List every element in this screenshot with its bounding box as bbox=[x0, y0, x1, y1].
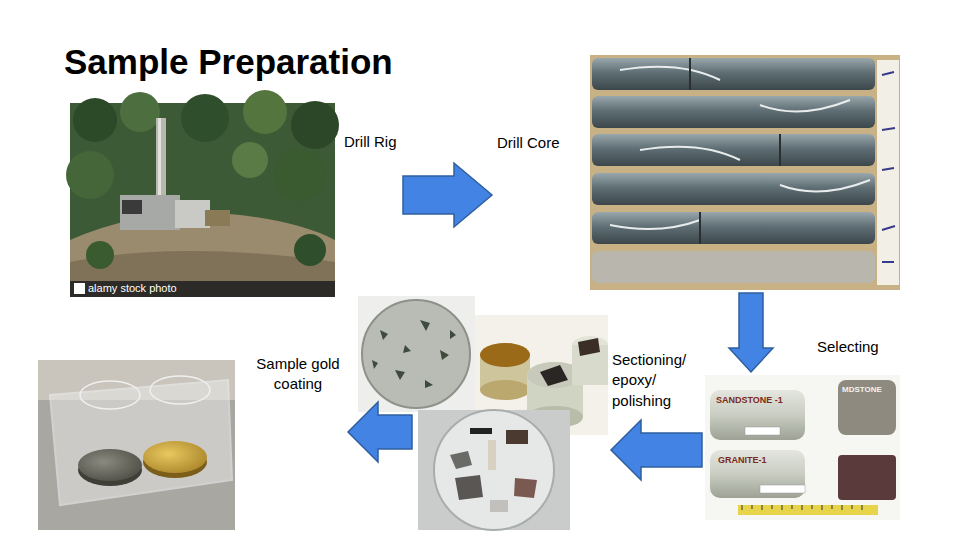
block-arrow bbox=[403, 163, 492, 227]
gold-coated-samples-photo bbox=[38, 360, 235, 530]
drill-rig-photo bbox=[66, 90, 339, 297]
epoxy-mount-photos bbox=[358, 296, 608, 530]
drill-rig-step: Drill Rig bbox=[70, 103, 400, 297]
block-arrow bbox=[611, 420, 702, 480]
selected-cores-photo bbox=[705, 375, 900, 520]
block-arrow bbox=[348, 402, 412, 462]
slide-title: Sample Preparation bbox=[64, 42, 393, 82]
block-arrow bbox=[729, 293, 773, 372]
drill-core-step: Drill Core bbox=[495, 55, 900, 290]
step-label: Sectioning/ epoxy/ polishing bbox=[612, 350, 707, 411]
drill-core-photo bbox=[590, 55, 900, 290]
step-label: Sample gold coating bbox=[243, 354, 353, 395]
watermark: alamy stock photo bbox=[88, 282, 177, 294]
step-label: Drill Core bbox=[497, 133, 582, 153]
step-label: Selecting bbox=[817, 337, 897, 357]
core-handwriting: MDSTONE bbox=[842, 386, 882, 395]
sectioning-step: Sectioning/ epoxy/ polishing bbox=[415, 296, 608, 530]
core-handwriting: SANDSTONE -1 bbox=[716, 396, 783, 406]
core-handwriting: GRANITE-1 bbox=[718, 456, 767, 466]
step-label: Drill Rig bbox=[344, 132, 414, 152]
gold-coating-step: Sample gold coating bbox=[38, 360, 345, 530]
